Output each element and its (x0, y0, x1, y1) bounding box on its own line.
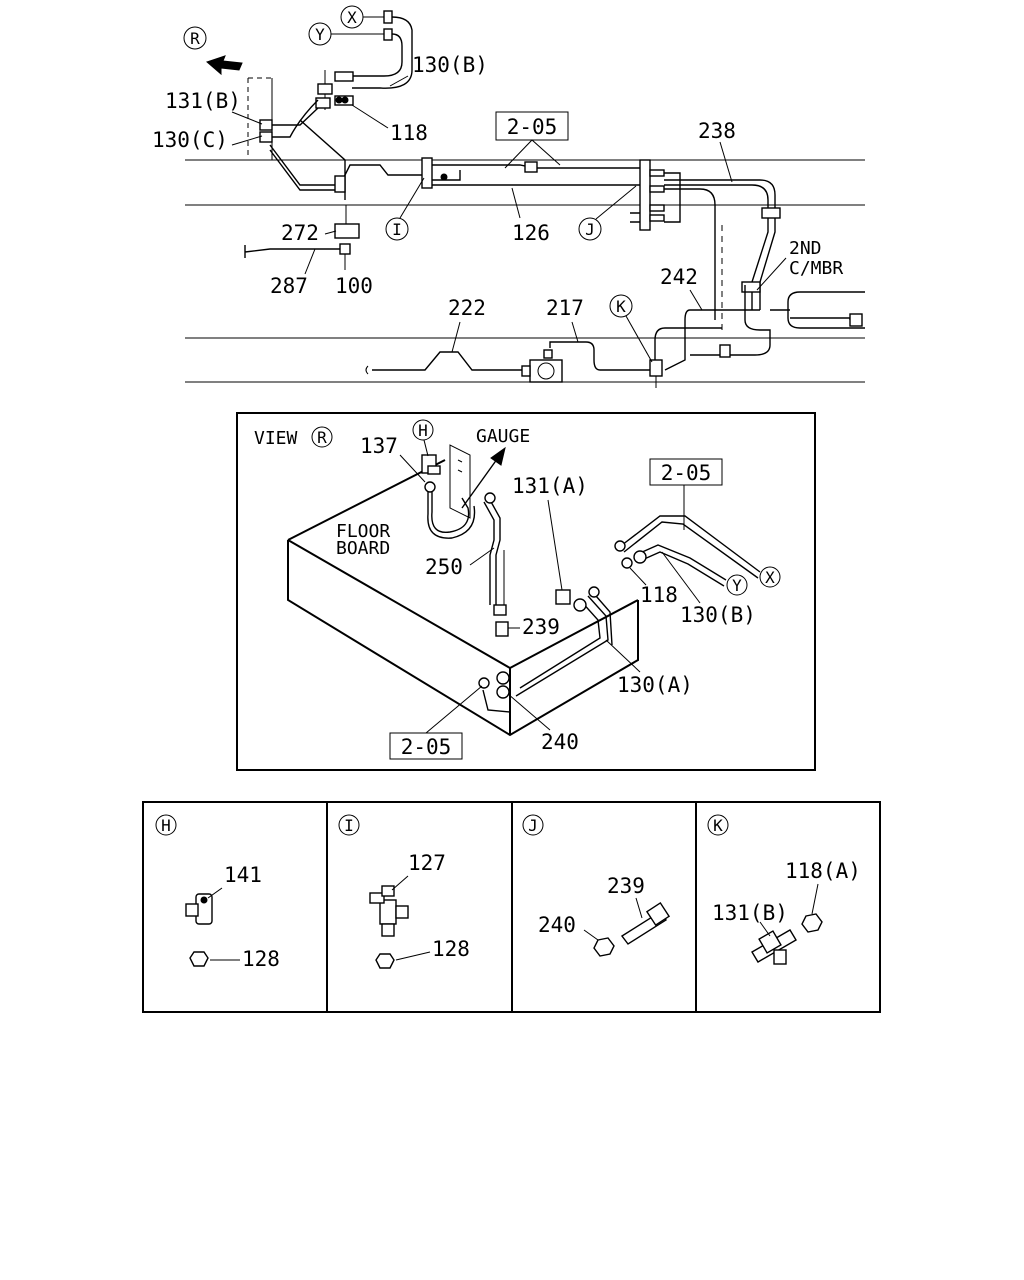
label-118: 118 (390, 121, 428, 145)
fitting-131a (555, 589, 571, 605)
hose-130b (352, 16, 413, 89)
detail-h-label-141: 141 (224, 863, 262, 887)
detail-h-marker: H (161, 816, 171, 835)
pipe-242 (664, 309, 760, 371)
label-cmbr: C/MBR (789, 258, 843, 279)
label-130b: 130(B) (412, 53, 488, 77)
label-ref-205-top: 2-05 (507, 115, 558, 139)
marker-r-text: R (190, 29, 200, 48)
ref-box-205-view (649, 458, 723, 486)
detail-panels: H 141 128 I 127 128 (142, 801, 881, 1013)
fitting-239 (495, 621, 509, 637)
label-ref-205-bottom: 2-05 (401, 735, 452, 759)
detail-j-marker: J (528, 816, 538, 835)
tee-i (421, 157, 433, 189)
label-view-118: 118 (640, 583, 678, 607)
tee-k (649, 359, 663, 377)
top-piping-layout: R X Y (152, 5, 865, 388)
svg-text:H: H (418, 421, 428, 440)
label-217: 217 (546, 296, 584, 320)
label-272: 272 (281, 221, 319, 245)
pipe-222 (372, 351, 522, 371)
label-130a: 130(A) (617, 673, 693, 697)
harness-287 (244, 245, 340, 258)
pipe-238 (664, 179, 776, 310)
label-131b: 131(B) (165, 89, 241, 113)
view-r-marker: R (183, 26, 207, 50)
nut-240-j (593, 937, 615, 957)
label-240: 240 (541, 730, 579, 754)
detail-h-label-128: 128 (242, 947, 280, 971)
svg-text:Y: Y (315, 25, 325, 44)
svg-text:K: K (616, 297, 626, 316)
marker-y: Y (308, 22, 332, 46)
bracket-j (639, 159, 651, 231)
svg-text:I: I (392, 220, 402, 239)
detail-i-label-127: 127 (408, 851, 446, 875)
tee-131b (259, 119, 273, 131)
nut-128-h (189, 951, 209, 967)
nut-128-i (375, 953, 395, 969)
view-title: VIEW (254, 428, 298, 449)
marker-i: I (385, 217, 409, 241)
pipe-217 (549, 341, 650, 371)
marker-j: J (578, 217, 602, 241)
detail-k: K 118(A) 131(B) (707, 814, 861, 965)
detail-h: H 141 128 (155, 814, 280, 971)
svg-text:Y: Y (732, 576, 742, 595)
label-287: 287 (270, 274, 308, 298)
detail-j-label-239: 239 (607, 874, 645, 898)
svg-text:X: X (347, 8, 357, 27)
label-board: BOARD (336, 538, 390, 559)
label-view-130b: 130(B) (680, 603, 756, 627)
detail-k-label-118a: 118(A) (785, 859, 861, 883)
floor-board-box (287, 459, 639, 737)
fitting-240 (496, 671, 510, 685)
gauge-arrow (461, 454, 501, 509)
label-126: 126 (512, 221, 550, 245)
detail-k-label-131b: 131(B) (712, 901, 788, 925)
nut-118a (801, 913, 823, 933)
label-242: 242 (660, 265, 698, 289)
label-238: 238 (698, 119, 736, 143)
detail-i-label-128: 128 (432, 937, 470, 961)
view-marker-r: R (317, 428, 327, 447)
label-250: 250 (425, 555, 463, 579)
pipe-130a (515, 595, 613, 697)
fitting-118-group (315, 70, 354, 110)
marker-x: X (340, 5, 364, 29)
detail-j: J 239 240 (522, 814, 671, 957)
label-100: 100 (335, 274, 373, 298)
label-131a: 131(A) (512, 474, 588, 498)
label-137: 137 (360, 434, 398, 458)
pipe-250 (483, 499, 501, 605)
view-direction-arrow (206, 55, 243, 76)
hose-view-y (639, 544, 727, 587)
detail-k-marker: K (713, 816, 723, 835)
marker-k: K (609, 294, 633, 318)
svg-text:J: J (585, 220, 595, 239)
detail-i-marker: I (344, 816, 354, 835)
label-ref-205-view: 2-05 (661, 461, 712, 485)
label-239: 239 (522, 615, 560, 639)
view-marker-y: Y (726, 574, 748, 596)
detail-i: I 127 128 (338, 814, 470, 969)
label-222: 222 (448, 296, 486, 320)
label-floor: FLOOR (336, 521, 390, 542)
gauge-coil-pipe (427, 490, 476, 539)
view-marker-h: H (412, 419, 434, 441)
label-130c: 130(C) (152, 128, 228, 152)
label-2nd: 2ND (789, 238, 822, 259)
part-272 (334, 223, 360, 239)
detail-j-label-240: 240 (538, 913, 576, 937)
svg-text:X: X (765, 568, 775, 587)
view-marker-x: X (759, 566, 781, 588)
label-gauge: GAUGE (476, 426, 530, 447)
view-r-panel: VIEW R FLOOR BOARD GAUGE H 137 250 (236, 412, 816, 771)
hose-view-x (621, 515, 761, 579)
